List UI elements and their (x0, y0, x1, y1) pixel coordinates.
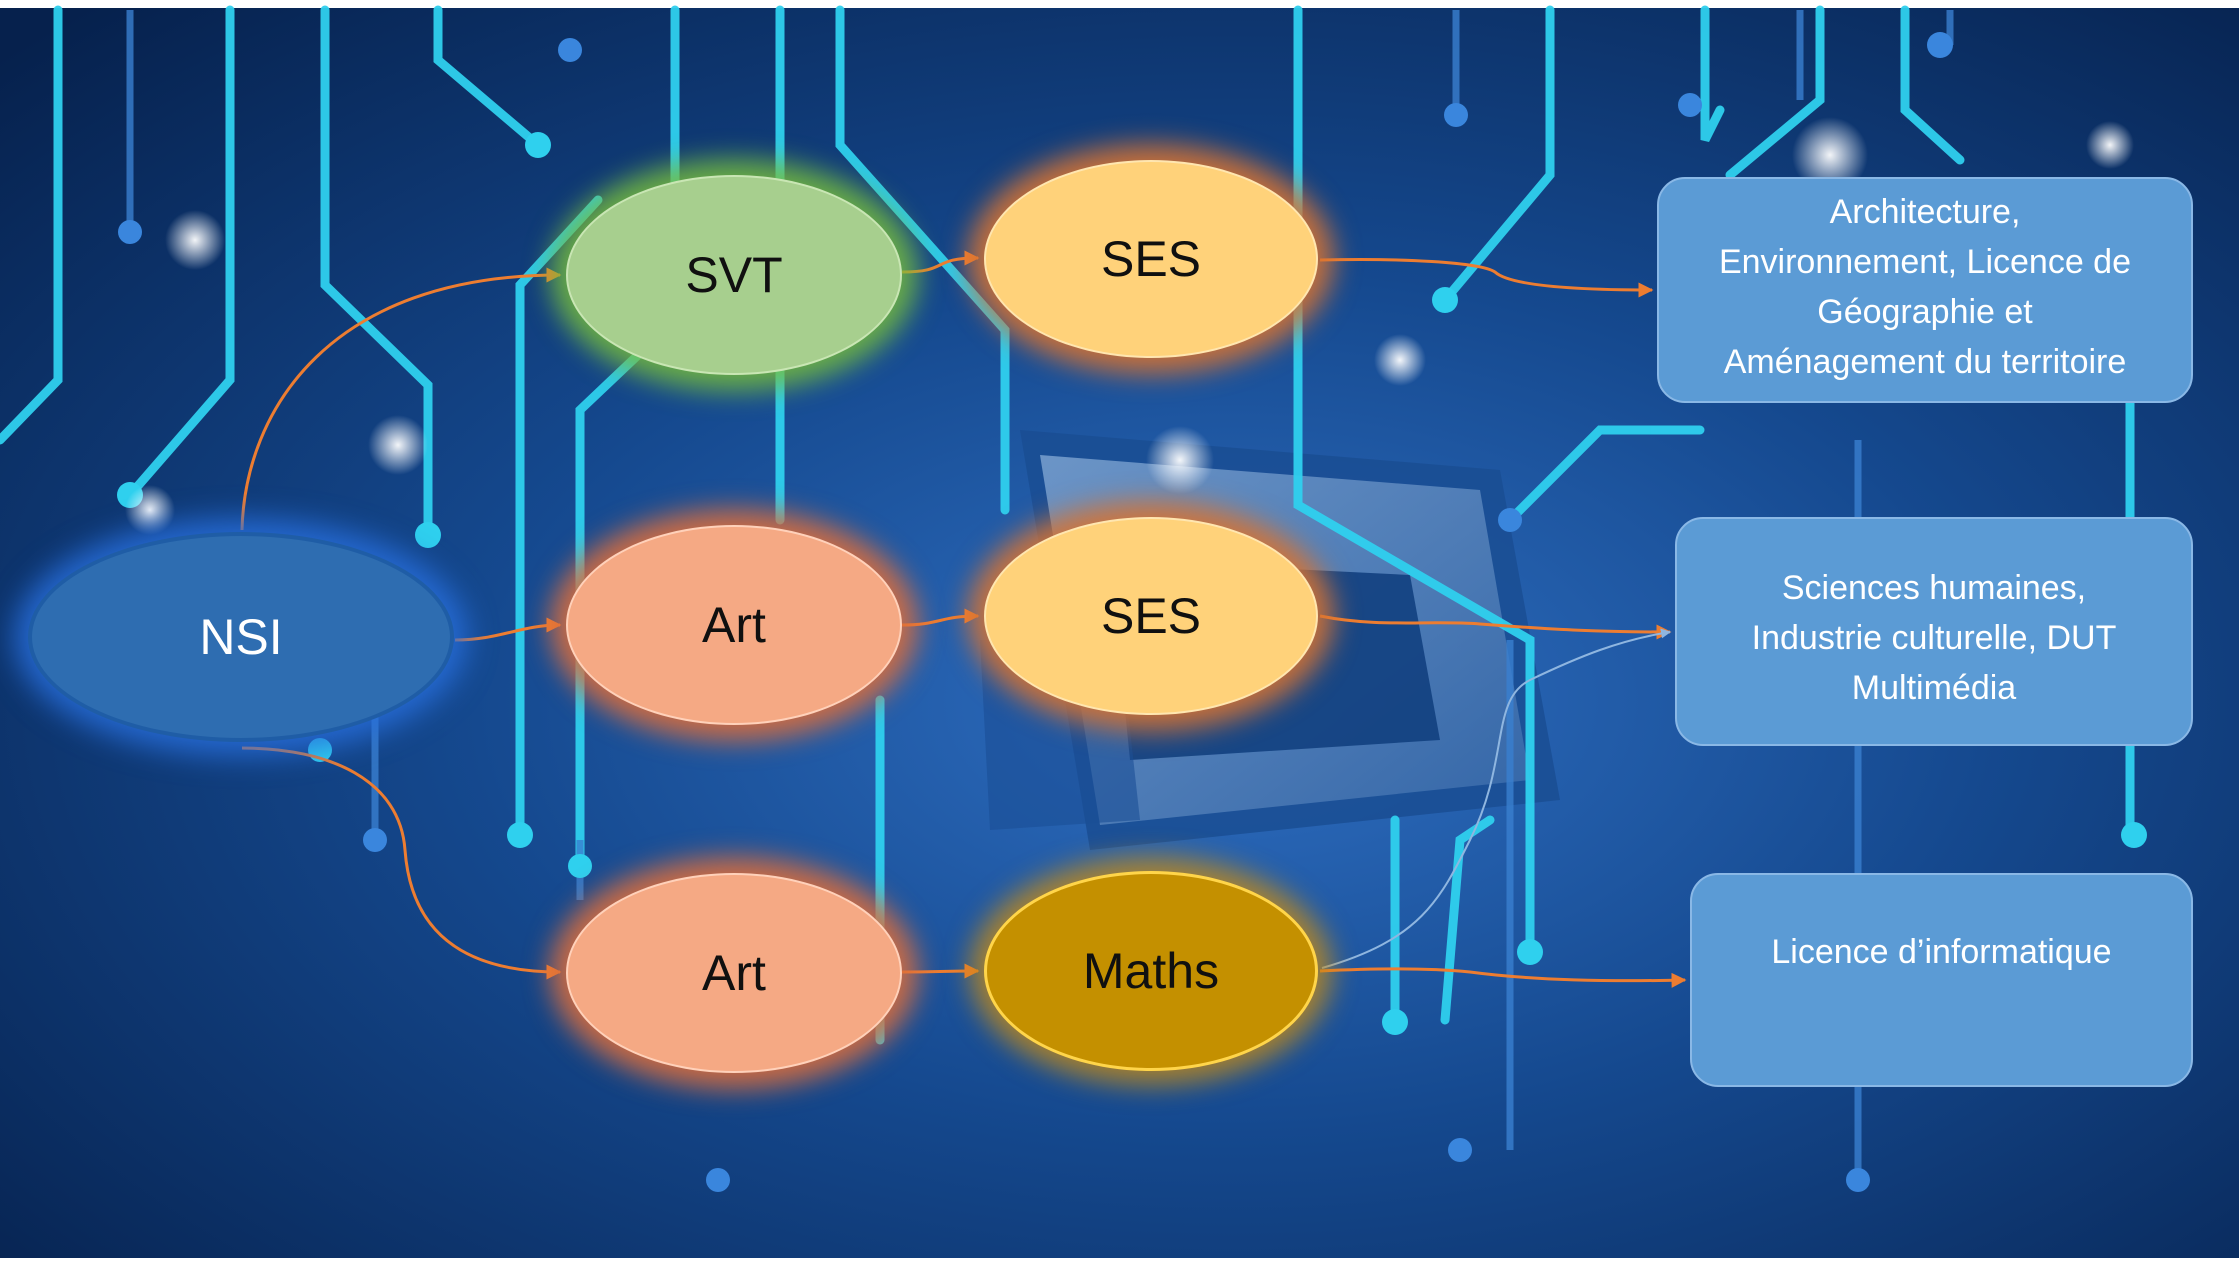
node-svt-label: SVT (685, 247, 783, 303)
outcome-box-top[interactable]: Architecture, Environnement, Licence de … (1657, 177, 2193, 403)
node-art-bottom[interactable]: Art (566, 873, 902, 1073)
node-art-middle[interactable]: Art (566, 525, 902, 725)
node-nsi-label: NSI (199, 609, 283, 665)
node-svt[interactable]: SVT (566, 175, 902, 375)
node-nsi[interactable]: NSI (28, 532, 454, 742)
node-art-bottom-label: Art (702, 945, 766, 1001)
outcome-box-middle[interactable]: Sciences humaines, Industrie culturelle,… (1675, 517, 2193, 746)
node-maths-label: Maths (1082, 943, 1220, 999)
node-ses-middle[interactable]: SES (984, 517, 1318, 715)
node-ses-top-label: SES (1100, 231, 1202, 287)
node-art-middle-label: Art (702, 597, 766, 653)
node-ses-top[interactable]: SES (984, 160, 1318, 358)
node-maths[interactable]: Maths (984, 871, 1318, 1071)
node-ses-middle-label: SES (1100, 588, 1202, 644)
outcome-box-bottom[interactable]: Licence d’informatique (1690, 873, 2193, 1087)
